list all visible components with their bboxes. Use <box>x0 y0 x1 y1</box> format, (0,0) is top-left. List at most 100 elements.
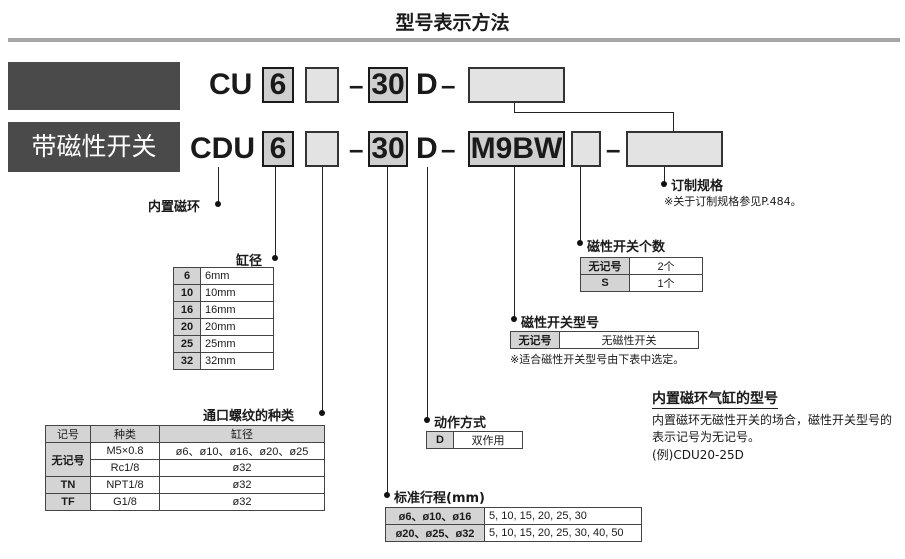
row2-dash-1: – <box>349 134 364 164</box>
connector-custom-r1b <box>514 112 674 113</box>
switch-model-dot <box>511 316 517 322</box>
row2-label: 带磁性开关 <box>8 122 180 172</box>
bore-code: 16 <box>173 301 201 319</box>
magnet-cyl-text: 内置磁环无磁性开关的场合，磁性开关型号的表示记号为无记号。 <box>652 413 893 444</box>
custom-note: ※关于订制规格参见P.484。 <box>664 195 802 208</box>
thread-bore: ø32 <box>159 476 325 494</box>
switch-model-title: 磁性开关型号 <box>521 316 600 331</box>
row2-prefix: CDU <box>190 132 255 165</box>
row2-action: D <box>416 132 438 165</box>
table-row: 无记号 M5×0.8 ø6、ø10、ø16、ø20、ø25 <box>45 442 325 477</box>
thread-bore: ø6、ø10、ø16、ø20、ø25 <box>159 442 325 460</box>
action-dot <box>424 417 430 423</box>
stroke-bore: ø20、ø25、ø32 <box>385 524 485 542</box>
action-value: 双作用 <box>453 431 523 449</box>
bore-value: 32mm <box>200 352 274 370</box>
switch-model-note: ※适合磁性开关型号由下表中选定。 <box>510 353 685 366</box>
connector-bore <box>275 167 276 259</box>
stroke-values: 5, 10, 15, 20, 25, 30, 40, 50 <box>484 524 642 542</box>
connector-custom <box>664 167 665 185</box>
bore-value: 16mm <box>200 301 274 319</box>
bore-code: 25 <box>173 335 201 353</box>
row1-prefix: CU <box>209 68 253 101</box>
bore-value: 6mm <box>200 267 274 285</box>
connector-custom-r1a <box>514 103 515 113</box>
thread-type: G1/8 <box>90 493 160 511</box>
row2-dash-2: – <box>441 134 456 164</box>
row2-switch-count-box <box>571 131 601 167</box>
magnet-cyl-title: 内置磁环气缸的型号 <box>652 388 778 409</box>
row1-bore-box: 6 <box>262 67 294 103</box>
row2-switch-model-box: M9BW <box>468 131 565 167</box>
switch-count-dot <box>577 240 583 246</box>
bore-code: 20 <box>173 318 201 336</box>
row1-dash-1: – <box>349 70 364 100</box>
connector-switch-model <box>514 167 515 319</box>
row1-custom-box <box>468 67 565 103</box>
row1-action: D <box>416 68 438 101</box>
row1-thread-box <box>305 67 339 103</box>
title-rule <box>8 38 900 42</box>
thread-type: Rc1/8 <box>90 459 160 477</box>
thread-title: 通口螺纹的种类 <box>203 409 295 424</box>
thread-bore: ø32 <box>159 493 325 511</box>
page-title: 型号表示方法 <box>395 12 510 34</box>
thread-table: 记号 种类 缸径 无记号 M5×0.8 ø6、ø10、ø16、ø20、ø25 R… <box>45 425 325 511</box>
bore-dot <box>272 255 278 261</box>
table-row: TF G1/8 ø32 <box>45 493 325 511</box>
connector-magnet <box>218 167 219 205</box>
row1-stroke-box: 30 <box>368 67 408 103</box>
magnet-label: 内置磁环 <box>148 200 201 215</box>
switch-count-title: 磁性开关个数 <box>587 240 666 255</box>
connector-switch-count <box>580 167 581 243</box>
bore-title: 缸径 <box>236 254 263 269</box>
row1-blank-box <box>8 62 180 110</box>
bore-code: 10 <box>173 284 201 302</box>
switch-count-value: 1个 <box>629 274 703 292</box>
magnet-cyl-example: (例)CDU20-25D <box>652 448 744 462</box>
switch-model-value: 无磁性开关 <box>559 331 699 349</box>
switch-model-code: 无记号 <box>510 331 560 349</box>
switch-count-code: S <box>580 274 630 292</box>
stroke-bore: ø6、ø10、ø16 <box>385 507 485 525</box>
table-row: 无记号无磁性开关 <box>510 331 699 349</box>
action-title: 动作方式 <box>434 416 487 431</box>
table-row: TN NPT1/8 ø32 <box>45 476 325 494</box>
table-row: 记号 种类 缸径 <box>45 425 325 443</box>
bore-value: 10mm <box>200 284 274 302</box>
switch-count-value: 2个 <box>629 257 703 275</box>
bore-value: 25mm <box>200 335 274 353</box>
thread-code: 无记号 <box>45 442 91 477</box>
row2-bore-box: 6 <box>262 131 294 167</box>
bore-value: 20mm <box>200 318 274 336</box>
magnet-dot <box>215 201 221 207</box>
switch-count-code: 无记号 <box>580 257 630 275</box>
switch-model-table: 无记号无磁性开关 <box>510 331 699 349</box>
thread-dot <box>319 410 325 416</box>
thread-header-code: 记号 <box>45 425 91 443</box>
stroke-dot <box>384 492 390 498</box>
row2-thread-box <box>305 131 339 167</box>
row1-dash-2: – <box>441 70 456 100</box>
row2-custom-box <box>626 131 723 167</box>
row2-dash-3: – <box>606 134 621 164</box>
stroke-values: 5, 10, 15, 20, 25, 30 <box>484 507 642 525</box>
thread-type: M5×0.8 <box>90 442 160 460</box>
row2-stroke-box: 30 <box>368 131 408 167</box>
thread-header-type: 种类 <box>90 425 160 443</box>
table-row: Rc1/8 ø32 <box>46 459 325 477</box>
